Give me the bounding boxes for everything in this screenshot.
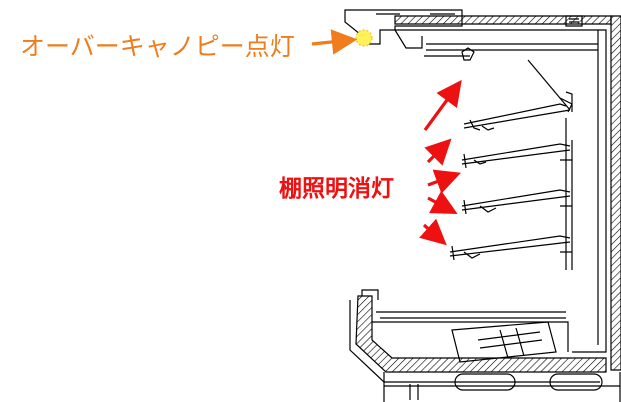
canopy-arrow <box>311 29 358 55</box>
shelf-3-fixture-icon <box>479 205 497 213</box>
shelf-1-fixture-icon <box>481 125 495 131</box>
shelf-light-label: 棚照明消灯 <box>279 176 394 202</box>
arrow-to-top-fixture <box>423 79 462 131</box>
arrow-to-shelf-4 <box>419 218 447 246</box>
arrow-to-shelf-1 <box>424 138 452 166</box>
inner-liner <box>395 29 607 353</box>
shelves <box>449 47 573 270</box>
canopy-light-label: オーバーキャノピー点灯 <box>20 32 295 61</box>
shelf-1 <box>463 91 573 131</box>
air-curtain-slant <box>527 59 571 111</box>
base-vent-right <box>549 373 603 391</box>
canopy-lamp-glowing-lamp-icon <box>355 29 373 47</box>
top-wall <box>394 15 612 25</box>
shelf-4 <box>449 235 571 261</box>
shelf-3 <box>461 189 571 215</box>
shelf-arrows <box>419 79 462 246</box>
shelf-4-fixture-icon <box>463 251 481 259</box>
cabinet-shell <box>349 15 621 402</box>
bottom-well-hatch <box>355 295 607 373</box>
arrow-to-shelf-3 <box>427 190 458 215</box>
shelf-2 <box>461 143 571 169</box>
fan-unit <box>451 321 557 363</box>
top-fixture-icon <box>461 47 475 61</box>
back-wall <box>610 15 621 371</box>
shelf-2-fixture-icon <box>473 159 487 165</box>
arrow-to-shelf-2 <box>427 169 462 194</box>
base-vent-left <box>454 373 516 391</box>
cabinet-base <box>383 372 621 402</box>
